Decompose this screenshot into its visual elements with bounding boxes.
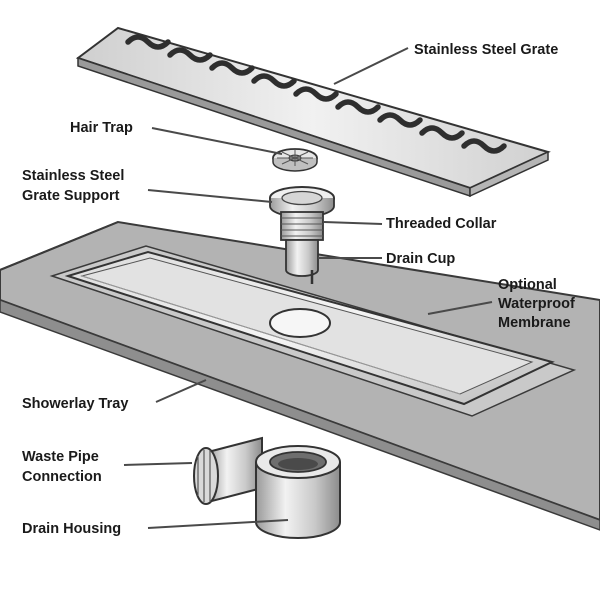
leader-drain-housing xyxy=(147,519,289,529)
label-showerlay-tray: Showerlay Tray xyxy=(22,396,128,412)
grate-wave-slots xyxy=(125,34,507,154)
leader-threaded-collar xyxy=(323,221,383,225)
label-waste-pipe-line2: Connection xyxy=(22,469,102,485)
drain-outlet-hole xyxy=(269,308,331,338)
threaded-collar xyxy=(280,211,324,241)
label-drain-cup: Drain Cup xyxy=(386,251,455,267)
leader-grate-support xyxy=(147,189,273,203)
hair-trap xyxy=(272,148,318,172)
label-threaded-collar: Threaded Collar xyxy=(386,216,497,232)
drain-cup xyxy=(285,239,319,284)
drain-housing xyxy=(193,436,341,539)
label-membrane-line1: Optional xyxy=(498,277,557,293)
label-stainless-steel-grate: Stainless Steel Grate xyxy=(414,42,558,58)
leader-showerlay-tray xyxy=(155,379,207,403)
label-membrane-line3: Membrane xyxy=(498,315,571,331)
label-hair-trap: Hair Trap xyxy=(70,120,133,136)
label-drain-housing: Drain Housing xyxy=(22,521,121,537)
leader-grate xyxy=(333,47,409,85)
leader-waste-pipe xyxy=(123,462,193,466)
label-grate-support-line2: Grate Support xyxy=(22,188,120,204)
leader-hair-trap xyxy=(151,127,283,155)
label-membrane-line2: Waterproof xyxy=(498,296,575,312)
leader-membrane xyxy=(427,301,493,315)
stainless-steel-grate xyxy=(75,26,551,198)
drain-channel xyxy=(64,250,555,406)
waste-pipe-nut xyxy=(193,447,219,505)
leader-lines xyxy=(123,47,493,529)
label-waste-pipe-line1: Waste Pipe xyxy=(22,449,99,465)
label-grate-support-line1: Stainless Steel xyxy=(22,168,124,184)
